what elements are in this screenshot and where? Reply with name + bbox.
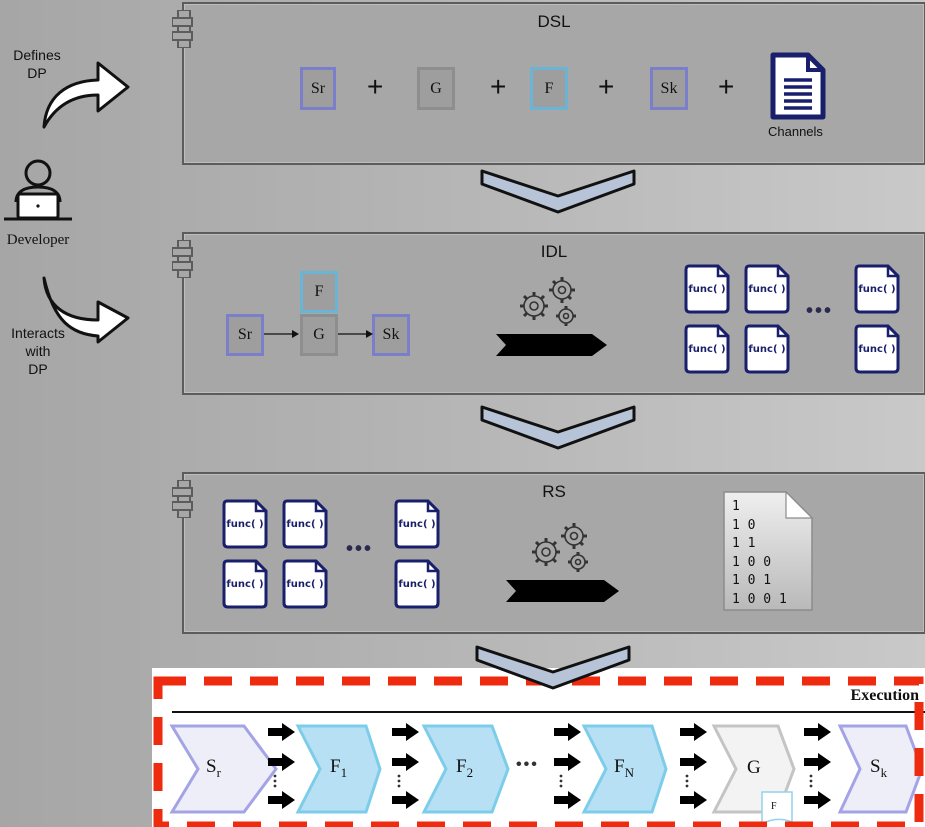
ellipsis: ••• [516,756,539,773]
interacts-label: Interacts with DP [11,325,65,377]
plus-sign: + [718,71,735,102]
down-chevron-icon [480,405,636,450]
stream-arrows [268,723,831,809]
developer-label: Developer [6,232,70,248]
execution-rule [172,711,925,713]
rs-panel: RS func( ) func( ) func( ) func( ) func(… [172,472,925,634]
func-document-icon: func( ) [222,499,268,549]
func-document-icon: func( ) [684,324,730,374]
component-icon [172,10,193,48]
svg-text:func( ): func( ) [748,284,785,295]
down-chevron-icon [480,169,636,214]
stage-f1-label: F1 [330,756,348,780]
rs-title: RS [542,482,566,501]
gears-icon [532,523,588,572]
conveyor-arrow-icon [496,334,607,356]
component-icon [172,240,193,278]
idl-filter-box: F [300,271,338,313]
stage-chevron [837,724,924,814]
plus-sign: + [367,71,384,102]
dsl-title: DSL [537,12,571,31]
func-document-icon: func( ) [684,264,730,314]
gears-icon [520,277,576,326]
plus-sign: + [598,71,615,102]
func-document-icon: func( ) [744,264,790,314]
dsl-sink-box: Sk [650,67,688,110]
idl-group-box: G [300,314,338,356]
func-document-icon: func( ) [854,264,900,314]
ellipsis: ••• [346,538,374,560]
stage-f2-label: F2 [456,756,474,780]
curved-arrow-icon [42,61,130,129]
dsl-source-box: Sr [300,67,336,110]
dsl-filter-box: F [530,67,568,110]
svg-text:func( ): func( ) [748,344,785,355]
stage-chevron [169,724,278,814]
idl-source-box: Sr [226,314,264,356]
func-document-icon: func( ) [394,499,440,549]
stage-g-filter-note: F [771,801,777,812]
execution-panel: Execution [152,668,925,827]
func-document-icon: func( ) [222,559,268,609]
stage-g-label: G [747,757,761,778]
idl-title: IDL [540,242,568,261]
down-chevron-icon [475,645,631,690]
channels-label: Channels [768,124,823,139]
stage-chevron [421,724,510,814]
stage-sr-label: Sr [206,756,221,780]
channels-document-icon [770,52,826,120]
conveyor-arrow-icon [506,580,619,602]
execution-pipeline [169,723,924,826]
dsl-group-box: G [417,67,455,110]
binary-content: 1 1 0 1 1 1 0 0 1 0 1 1 0 0 1 [732,499,787,607]
svg-text:func( ): func( ) [688,344,725,355]
func-document-icon: func( ) [854,324,900,374]
svg-text:func( ): func( ) [286,519,323,530]
flow-arrow [338,330,373,338]
component-icon [172,480,193,518]
idl-panel: IDL F Sr G Sk func( ) func( ) func [172,232,925,395]
svg-text:func( ): func( ) [398,579,435,590]
svg-text:func( ): func( ) [858,284,895,295]
stage-chevron [295,724,382,814]
func-document-icon: func( ) [394,559,440,609]
func-document-icon: func( ) [282,499,328,549]
stage-fn-label: FN [614,756,634,780]
stage-chevron [581,724,668,814]
execution-title: Execution [850,687,919,704]
svg-text:func( ): func( ) [286,579,323,590]
svg-text:func( ): func( ) [226,519,263,530]
stage-sk-label: Sk [870,756,888,780]
ellipsis: ••• [806,300,834,322]
svg-text:func( ): func( ) [398,519,435,530]
dsl-panel: DSL Sr + G + F + Sk + Channels [172,2,925,165]
idl-sink-box: Sk [372,314,410,356]
developer-laptop-icon [4,159,72,221]
binary-file-icon [723,490,814,611]
func-document-icon: func( ) [744,324,790,374]
flow-arrow [264,330,299,338]
svg-text:func( ): func( ) [688,284,725,295]
svg-text:func( ): func( ) [226,579,263,590]
curved-arrow-icon [42,276,130,344]
func-document-icon: func( ) [282,559,328,609]
svg-text:func( ): func( ) [858,344,895,355]
plus-sign: + [490,71,507,102]
defines-label: Defines DP [13,47,61,81]
